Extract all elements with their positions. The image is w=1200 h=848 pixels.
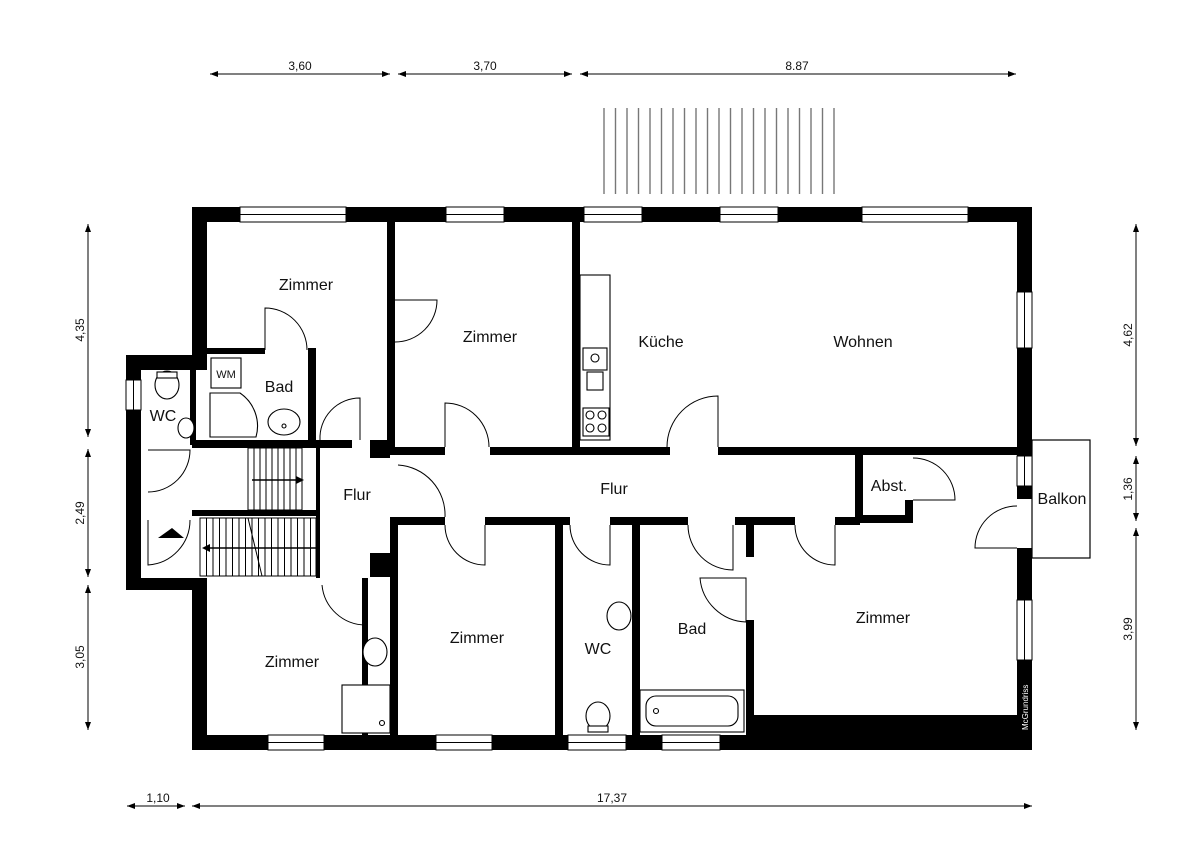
dim-bottom-1: 1,10 — [146, 791, 170, 805]
dim-left-1: 4,35 — [73, 318, 87, 342]
interior-walls — [190, 222, 1091, 737]
dimension-lines — [85, 71, 1139, 809]
room-kueche: Küche — [638, 334, 683, 351]
washbasin-icon — [177, 417, 195, 439]
washbasin-icon — [267, 408, 301, 436]
watermark: McGrundriss — [1021, 685, 1030, 730]
fixtures: WM — [154, 274, 745, 734]
washing-machine-icon — [210, 357, 242, 389]
dim-right-1: 4,62 — [1121, 323, 1135, 347]
dim-left-3: 3,05 — [73, 645, 87, 669]
dim-top-1: 3,60 — [288, 59, 312, 73]
staircase — [199, 447, 317, 577]
doors — [147, 299, 1018, 626]
dim-bottom-2: 17,37 — [597, 791, 627, 805]
washbasin-icon — [606, 601, 632, 631]
washbasin-icon — [362, 637, 388, 667]
room-abst: Abst. — [871, 478, 907, 495]
room-wohnen: Wohnen — [833, 334, 892, 351]
entrance-arrow-icon — [158, 528, 184, 538]
dim-left-2: 2,49 — [73, 501, 87, 525]
windows — [125, 206, 1033, 751]
dim-top-2: 3,70 — [473, 59, 497, 73]
dim-right-2: 1,36 — [1121, 477, 1135, 501]
room-bad-nw: Bad — [265, 379, 293, 396]
dim-right-3: 3,99 — [1121, 617, 1135, 641]
room-zimmer-sw: Zimmer — [265, 654, 320, 671]
room-wc-w: WC — [150, 408, 177, 425]
room-balkon: Balkon — [1038, 491, 1087, 508]
room-flur-c: Flur — [600, 481, 628, 498]
room-zimmer-nw: Zimmer — [279, 277, 334, 294]
room-zimmer-s: Zimmer — [450, 630, 505, 647]
room-zimmer-n: Zimmer — [463, 329, 518, 346]
room-flur-w: Flur — [343, 487, 371, 504]
dim-top-3: 8.87 — [785, 59, 809, 73]
railing-hatch — [603, 108, 835, 194]
room-bad-s: Bad — [678, 621, 706, 638]
washing-machine-label: WM — [216, 369, 236, 381]
room-labels: Zimmer Zimmer Küche Wohnen Bad WC Flur F… — [150, 277, 1087, 671]
room-zimmer-se: Zimmer — [856, 610, 911, 627]
shower-icon — [209, 392, 259, 438]
room-wc-s: WC — [585, 641, 612, 658]
